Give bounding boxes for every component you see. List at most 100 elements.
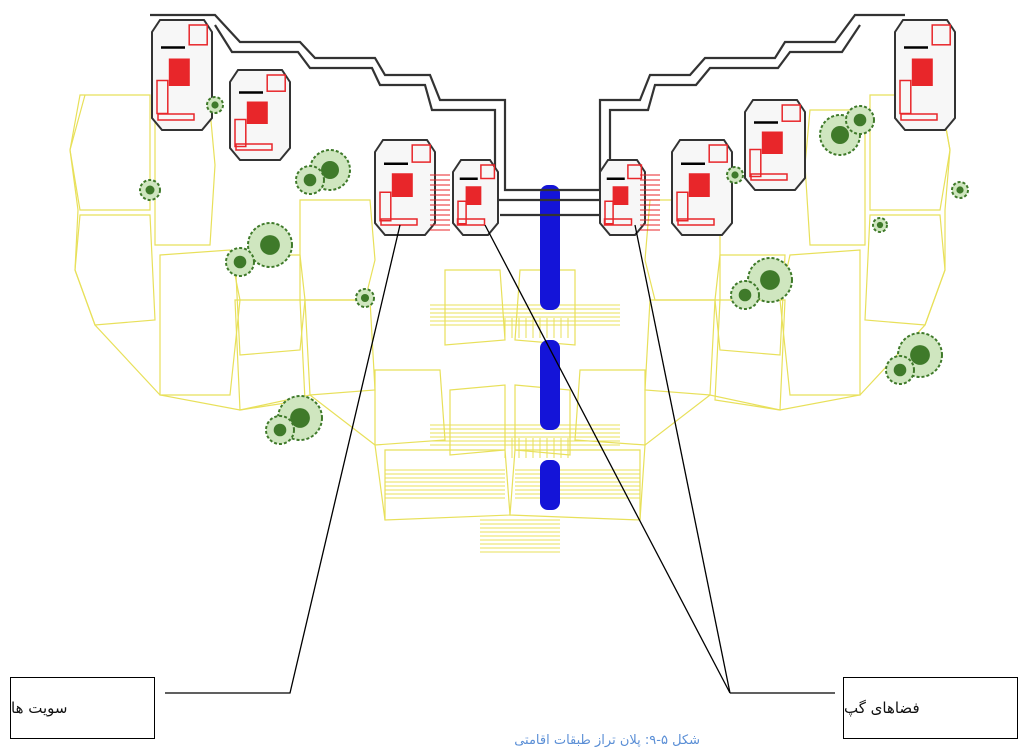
tree-core bbox=[738, 288, 752, 302]
bathroom bbox=[266, 74, 286, 92]
suites-label: سویت ها bbox=[11, 699, 68, 717]
bathroom bbox=[188, 24, 208, 46]
suite-units bbox=[151, 19, 956, 236]
suites-label-box: سویت ها bbox=[10, 677, 155, 739]
bed bbox=[911, 58, 933, 86]
tree-core bbox=[211, 101, 219, 109]
suite-2 bbox=[229, 69, 291, 161]
suite-stair-1 bbox=[430, 174, 450, 231]
balcony-rail bbox=[380, 218, 418, 226]
suite-3 bbox=[374, 139, 436, 236]
tree-12 bbox=[747, 257, 793, 303]
tree-core bbox=[360, 293, 370, 303]
tree-core bbox=[273, 423, 287, 437]
terrace-3 bbox=[74, 214, 156, 326]
tree-core bbox=[145, 185, 155, 195]
suite-1 bbox=[151, 19, 213, 131]
figure-caption: شکل ۵-۹: پلان تراز طبقات اقامتی bbox=[514, 733, 700, 748]
terrace-9 bbox=[374, 369, 446, 446]
water-segment-3 bbox=[540, 460, 560, 510]
terrace-17 bbox=[714, 254, 786, 356]
terrace-1 bbox=[69, 94, 151, 211]
tree-3 bbox=[295, 165, 325, 195]
terrace-4 bbox=[159, 249, 241, 396]
tree-core bbox=[956, 186, 964, 194]
leader-suites bbox=[165, 224, 401, 694]
suite-6 bbox=[671, 139, 733, 236]
tree-5 bbox=[225, 247, 255, 277]
tree-6 bbox=[355, 288, 375, 308]
balcony-rail bbox=[456, 218, 486, 226]
suite-stair-2 bbox=[640, 174, 660, 231]
terrace-20 bbox=[644, 299, 716, 396]
suite-7 bbox=[452, 159, 499, 236]
balcony-rail bbox=[900, 113, 938, 121]
bathroom bbox=[781, 104, 801, 122]
tree-core bbox=[853, 113, 867, 127]
leader-gap-2 bbox=[634, 224, 731, 694]
landscape-terraces bbox=[69, 94, 951, 521]
tree-16 bbox=[951, 181, 969, 199]
tree-core bbox=[303, 173, 317, 187]
bathroom bbox=[708, 144, 728, 163]
tree-core bbox=[260, 235, 280, 255]
bed bbox=[168, 58, 190, 86]
terrace-outline-left bbox=[69, 94, 386, 521]
bed bbox=[391, 173, 413, 197]
bed bbox=[612, 186, 629, 205]
tree-core bbox=[731, 171, 739, 179]
terrace-6 bbox=[299, 199, 376, 301]
balcony-rail bbox=[750, 173, 788, 181]
wardrobe bbox=[604, 200, 614, 225]
wardrobe bbox=[379, 191, 392, 222]
water-channel bbox=[540, 185, 560, 510]
bed bbox=[688, 173, 710, 197]
balcony-rail bbox=[235, 143, 273, 151]
building-walls bbox=[150, 13, 905, 217]
tree-4 bbox=[247, 222, 293, 268]
water-segment-2 bbox=[540, 340, 560, 430]
terrace-15 bbox=[864, 214, 946, 326]
tree-15 bbox=[885, 355, 915, 385]
wardrobe bbox=[676, 191, 689, 222]
balcony-rail bbox=[677, 218, 715, 226]
wardrobe bbox=[234, 118, 247, 148]
terrace-21 bbox=[574, 369, 646, 446]
bathroom bbox=[931, 24, 951, 46]
bed bbox=[761, 131, 783, 154]
tree-core bbox=[233, 255, 247, 269]
tree-1 bbox=[139, 179, 161, 201]
terrace-10 bbox=[444, 269, 506, 346]
tree-core bbox=[760, 270, 780, 290]
tree-core bbox=[290, 408, 310, 428]
leader-lines bbox=[165, 224, 835, 694]
water-segment-1 bbox=[540, 185, 560, 310]
tree-11 bbox=[845, 105, 875, 135]
gap-spaces-label: فضاهای گپ bbox=[844, 699, 920, 717]
terrace-16 bbox=[779, 249, 861, 396]
tree-8 bbox=[265, 415, 295, 445]
tree-core bbox=[321, 161, 339, 179]
balcony-rail bbox=[603, 218, 633, 226]
bed bbox=[246, 101, 268, 124]
tree-9 bbox=[206, 96, 224, 114]
terrace-12 bbox=[384, 449, 511, 521]
tree-18 bbox=[726, 166, 744, 184]
tree-core bbox=[831, 126, 849, 144]
bed bbox=[465, 186, 482, 205]
leader-gap-1 bbox=[484, 224, 731, 694]
bathroom bbox=[627, 164, 643, 180]
tree-core bbox=[910, 345, 930, 365]
balcony-rail bbox=[157, 113, 195, 121]
suite-4 bbox=[894, 19, 956, 131]
gap-spaces-label-box: فضاهای گپ bbox=[843, 677, 1018, 739]
tree-core bbox=[876, 221, 884, 229]
terrace-8 bbox=[304, 299, 376, 396]
tree-17 bbox=[872, 217, 888, 233]
tree-13 bbox=[730, 280, 760, 310]
corridor-outer-wall bbox=[150, 13, 905, 192]
bathroom bbox=[411, 144, 431, 163]
wardrobe bbox=[749, 148, 762, 178]
suite-5 bbox=[744, 99, 806, 191]
